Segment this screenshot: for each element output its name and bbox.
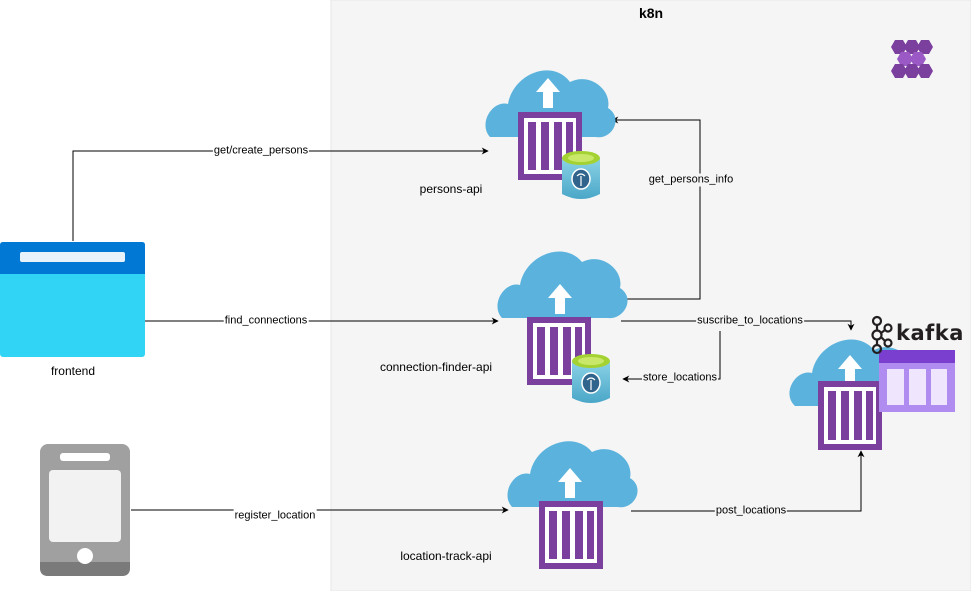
postgres-database-icon	[572, 354, 610, 403]
edge-get-persons-info	[611, 116, 701, 300]
edge-label-find-connections: find_connections	[223, 314, 309, 328]
connection-finder-api-label: connection-finder-api	[379, 360, 493, 374]
persons-api-label: persons-api	[419, 182, 483, 196]
cluster-title: k8n	[638, 5, 664, 21]
edge-label-suscribe-to-locations: suscribe_to_locations	[696, 314, 804, 328]
kafka-queue-icon	[879, 350, 955, 412]
kafka-logo-text: kafka	[896, 321, 964, 345]
edge-get-create-persons	[72, 147, 489, 241]
location-track-api-service-icon[interactable]	[507, 441, 638, 569]
persons-api-service-icon[interactable]	[485, 70, 616, 180]
frontend-browser-icon[interactable]	[0, 242, 145, 357]
mobile-phone-icon[interactable]	[40, 444, 130, 576]
edge-label-get-create-persons: get/create_persons	[212, 144, 310, 158]
frontend-label: frontend	[50, 364, 96, 378]
edge-label-get-persons-info: get_persons_info	[647, 173, 735, 187]
edge-label-register-location: register_location	[233, 509, 317, 523]
kubernetes-icon	[891, 40, 933, 78]
edge-label-store-locations: store_locations	[642, 371, 718, 385]
postgres-database-icon	[562, 151, 600, 199]
edge-label-post-locations: post_locations	[714, 504, 788, 518]
location-track-api-label: location-track-api	[400, 549, 492, 563]
edge-post-locations	[631, 450, 865, 512]
k8n-cluster-region	[330, 0, 971, 591]
kafka-logo-icon	[871, 315, 893, 355]
